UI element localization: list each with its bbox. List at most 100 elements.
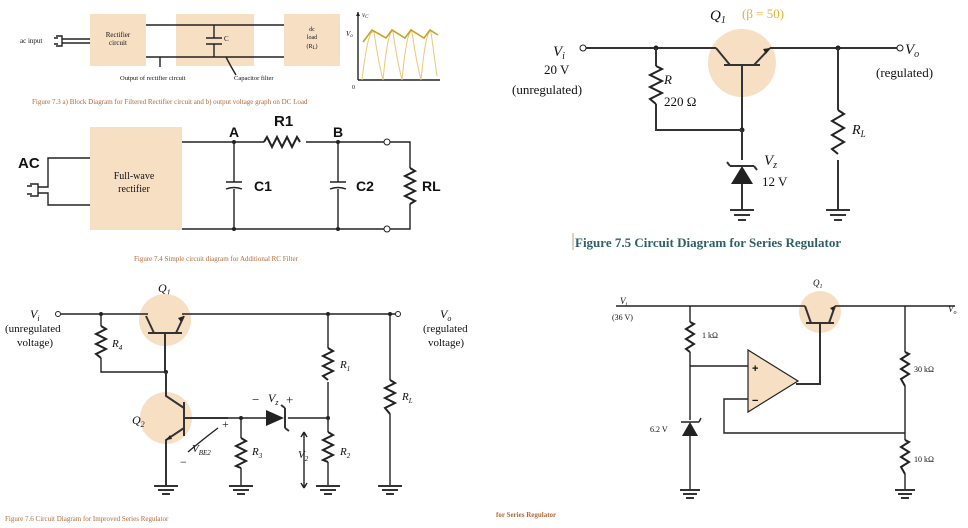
- regulated-label-75: (regulated): [876, 65, 933, 80]
- r1-label: R1: [274, 113, 293, 130]
- rl-label-76: RL: [401, 391, 413, 405]
- vi-terminal-76: [55, 311, 61, 317]
- r2-label-76: R2: [339, 446, 351, 460]
- q1-emitter-arrow-77: [830, 306, 835, 311]
- feedback-wire: [723, 398, 905, 434]
- v2-arrow: [300, 431, 308, 489]
- q1-label-76: Q1: [158, 281, 171, 297]
- unreg-label-76-1: (unregulated: [5, 323, 61, 335]
- rectified-waveform: [361, 31, 438, 81]
- ripple-waveform: [362, 28, 439, 43]
- rl-resistor-76: [382, 379, 398, 415]
- load-label-1: dc: [309, 27, 315, 33]
- r1-label-76: R1: [339, 359, 350, 373]
- out-terminal-bottom: [383, 225, 391, 233]
- rl-label: RL: [422, 178, 441, 194]
- vz-label-76: Vz: [268, 391, 279, 407]
- r4-resistor: [93, 325, 109, 359]
- opamp-minus: −: [752, 395, 758, 407]
- vi-label-76: Vi: [30, 307, 40, 323]
- q1-ce-76: [145, 315, 185, 334]
- r3-resistor: [233, 437, 249, 469]
- beta-label: (β = 50): [742, 6, 784, 21]
- vo-label-75: Vo: [905, 42, 919, 60]
- vo-terminal-75: [896, 44, 904, 52]
- zener-bar-76: [280, 404, 290, 432]
- op-amp: [747, 348, 800, 414]
- ac-wires: [38, 157, 90, 206]
- r-label-75: R: [663, 72, 672, 87]
- fig75-caption: Figure 7.5 Circuit Diagram for Series Re…: [575, 235, 841, 250]
- rl-label-75: RL: [851, 123, 866, 139]
- ground-icon-76a: [154, 485, 178, 495]
- r1-resistor-76: [320, 347, 336, 381]
- vi-value-75: 20 V: [544, 62, 570, 77]
- q1-ce-77: [804, 305, 836, 324]
- figure-7-5: Q1 (β = 50) Vi 20 V (unregulated) Vo (re…: [512, 6, 933, 250]
- vo-label-76: Vo: [440, 307, 451, 323]
- out-rect-label: Output of rectifier circuit: [120, 75, 186, 82]
- rectifier-label-2: circuit: [109, 39, 127, 47]
- reg-label-76-1: (regulated: [423, 323, 468, 335]
- cap-filter-pointer: [225, 56, 237, 76]
- ac-plug-icon: [54, 35, 63, 47]
- vo-label-77: Vo: [948, 304, 957, 316]
- r4-label: R4: [111, 338, 123, 352]
- rectifier-block: [90, 14, 146, 66]
- out-terminal-top: [383, 138, 391, 146]
- figure-7-7: Vi (36 V) Q1 Vo 1 kΩ + − 6.2 V 30 kΩ 10 …: [496, 278, 957, 519]
- r1-resistor: [263, 134, 301, 150]
- figure-7-3: ac input Rectifier circuit C dc load (RL…: [20, 11, 440, 106]
- q1-emitter-arrow-76: [178, 316, 184, 322]
- vbe-minus: −: [180, 455, 187, 469]
- r1k-label: 1 kΩ: [702, 331, 718, 340]
- capacitor-symbol: [206, 37, 222, 45]
- ac-input-label: ac input: [20, 37, 42, 45]
- ground-icon-77a: [680, 489, 700, 499]
- ground-icon-75b: [826, 209, 850, 221]
- q2-label: Q2: [132, 413, 145, 429]
- c2-capacitor: [329, 142, 347, 229]
- ac-plug-icon-2: [27, 183, 39, 197]
- load-label-2: load: [307, 35, 317, 41]
- vi-label-75: Vi: [553, 44, 565, 62]
- q1-emitter-arrow-75: [763, 48, 770, 54]
- dc-load-block: [284, 14, 340, 66]
- zener-diode-77: [682, 422, 698, 436]
- vo-label: Vo: [346, 30, 353, 39]
- ground-icon-76c: [316, 485, 340, 495]
- capacitor-filter-block: [176, 14, 254, 66]
- zener-label-77: 6.2 V: [650, 425, 668, 434]
- cap-c-label: C: [224, 35, 229, 43]
- vz-label-75: Vz: [764, 153, 777, 171]
- node-b-label: B: [333, 124, 343, 140]
- fig74-wires: [182, 141, 384, 230]
- r1k-resistor: [684, 321, 697, 353]
- rl-wires: [390, 141, 411, 230]
- unregulated-label-75: (unregulated): [512, 82, 582, 97]
- ac-label: AC: [18, 155, 40, 172]
- r3-label: R3: [251, 446, 263, 460]
- r-wires-75: [655, 48, 742, 131]
- figure-7-4: AC Full-wave rectifier R1 A B C1 C2 RL F…: [18, 113, 441, 263]
- load-label-3: (RL): [306, 43, 317, 51]
- r30k-label: 30 kΩ: [914, 365, 934, 374]
- unreg-label-76-2: voltage): [17, 337, 53, 349]
- zener-diode-75: [731, 166, 753, 184]
- r10k-label: 10 kΩ: [914, 455, 934, 464]
- r4-wires: [100, 314, 166, 373]
- fig73-caption: Figure 7.3 a) Block Diagram for Filtered…: [32, 98, 308, 106]
- ground-icon-75a: [730, 209, 754, 221]
- rectifier-label-1: Rectifier: [106, 31, 131, 39]
- rl-resistor: [402, 167, 418, 205]
- vi-terminal-75: [579, 44, 587, 52]
- r10k-resistor: [899, 439, 912, 475]
- vc-label: vC: [362, 11, 369, 20]
- filter-wires: [176, 24, 254, 58]
- ac-input-wire: [62, 38, 90, 44]
- graph-y-arrow: [356, 12, 360, 16]
- node-a-label: A: [229, 124, 239, 140]
- full-wave-rectifier-block: [90, 127, 182, 230]
- fig76-caption: Figure 7.6 Circuit Diagram for Improved …: [5, 515, 169, 523]
